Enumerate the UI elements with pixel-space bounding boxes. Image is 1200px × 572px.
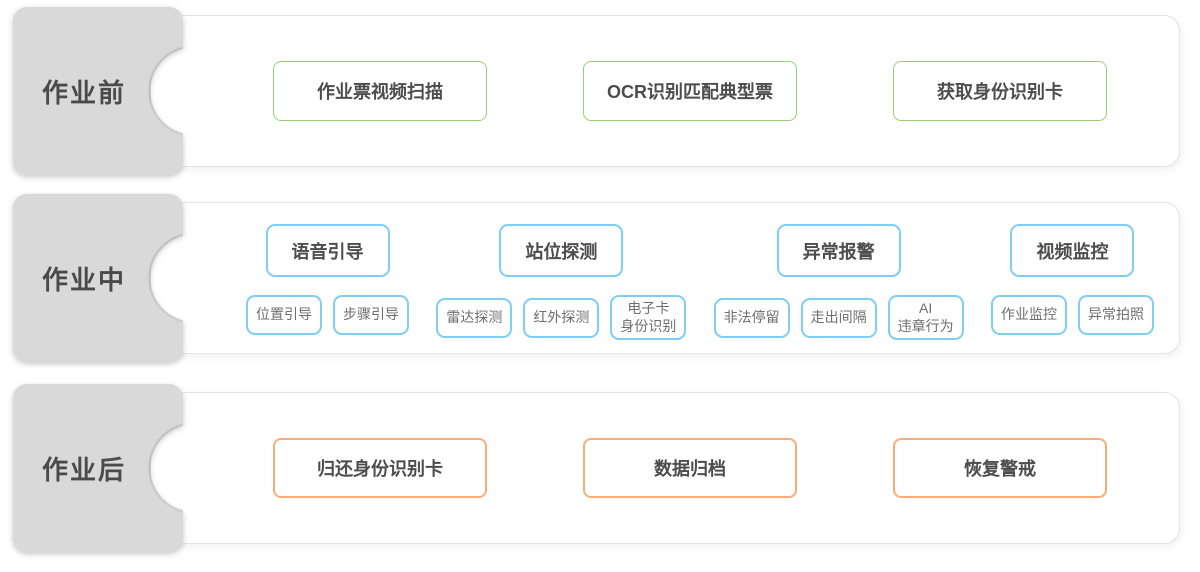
feature-group-position-detect: 站位探测 雷达探测 红外探测 电子卡 身份识别 [436,224,687,340]
sub-box-infrared-detect: 红外探测 [523,297,600,338]
group-title-box: 语音引导 [265,224,390,277]
feature-group-voice-guide: 语音引导 位置引导 步骤引导 [246,224,409,335]
phase-tab-before: 作业前 [13,7,183,175]
section-before-work: 作业票视频扫描 OCR识别匹配典型票 获取身份识别卡 作业前 [0,7,1200,175]
stage-box-get-id-card: 获取身份识别卡 [893,61,1107,121]
group-title-box: 异常报警 [776,224,901,277]
group-sub-row: 位置引导 步骤引导 [246,295,409,335]
stage-box-restore-alert: 恢复警戒 [893,438,1107,498]
sub-box-illegal-stay: 非法停留 [713,297,790,338]
sub-box-step-guide: 步骤引导 [333,295,409,335]
stage-box-row: 归还身份识别卡 数据归档 恢复警戒 [273,393,1107,543]
phase-tab-label: 作业前 [41,77,126,108]
group-sub-row: 作业监控 异常拍照 [990,295,1154,335]
section-during-work: 语音引导 位置引导 步骤引导 站位探测 雷达探测 红外探测 电子卡 身份识别 [0,194,1200,362]
sub-box-work-monitor: 作业监控 [990,295,1067,335]
panel-before-work: 作业票视频扫描 OCR识别匹配典型票 获取身份识别卡 [150,15,1180,167]
stage-box-row: 作业票视频扫描 OCR识别匹配典型票 获取身份识别卡 [273,16,1107,166]
panel-after-work: 归还身份识别卡 数据归档 恢复警戒 [150,392,1180,544]
group-title-box: 视频监控 [1010,224,1135,277]
group-title-box: 站位探测 [499,224,624,277]
phase-tab-during: 作业中 [13,194,183,362]
stage-box-data-archive: 数据归档 [583,438,797,498]
phase-tab-after: 作业后 [13,384,183,552]
phase-tab-label: 作业中 [41,264,126,295]
phase-tab-label: 作业后 [41,454,126,485]
feature-group-row: 语音引导 位置引导 步骤引导 站位探测 雷达探测 红外探测 电子卡 身份识别 [246,224,1154,340]
sub-box-position-guide: 位置引导 [246,295,322,335]
sub-box-ai-violation: AI 违章行为 [887,295,964,340]
stage-box-ticket-video-scan: 作业票视频扫描 [273,61,487,121]
group-sub-row: 非法停留 走出间隔 AI 违章行为 [713,295,964,340]
sub-box-radar-detect: 雷达探测 [436,297,513,338]
stage-box-ocr-match-ticket: OCR识别匹配典型票 [583,61,797,121]
group-sub-row: 雷达探测 红外探测 电子卡 身份识别 [436,295,687,340]
stage-box-return-id-card: 归还身份识别卡 [273,438,487,498]
sub-box-leave-interval: 走出间隔 [800,297,877,338]
section-after-work: 归还身份识别卡 数据归档 恢复警戒 作业后 [0,384,1200,552]
sub-box-abnormal-photo: 异常拍照 [1077,295,1154,335]
feature-group-abnormal-alarm: 异常报警 非法停留 走出间隔 AI 违章行为 [713,224,964,340]
feature-group-video-monitor: 视频监控 作业监控 异常拍照 [990,224,1154,335]
sub-box-ecard-identity: 电子卡 身份识别 [610,295,687,340]
panel-during-work: 语音引导 位置引导 步骤引导 站位探测 雷达探测 红外探测 电子卡 身份识别 [150,202,1180,354]
